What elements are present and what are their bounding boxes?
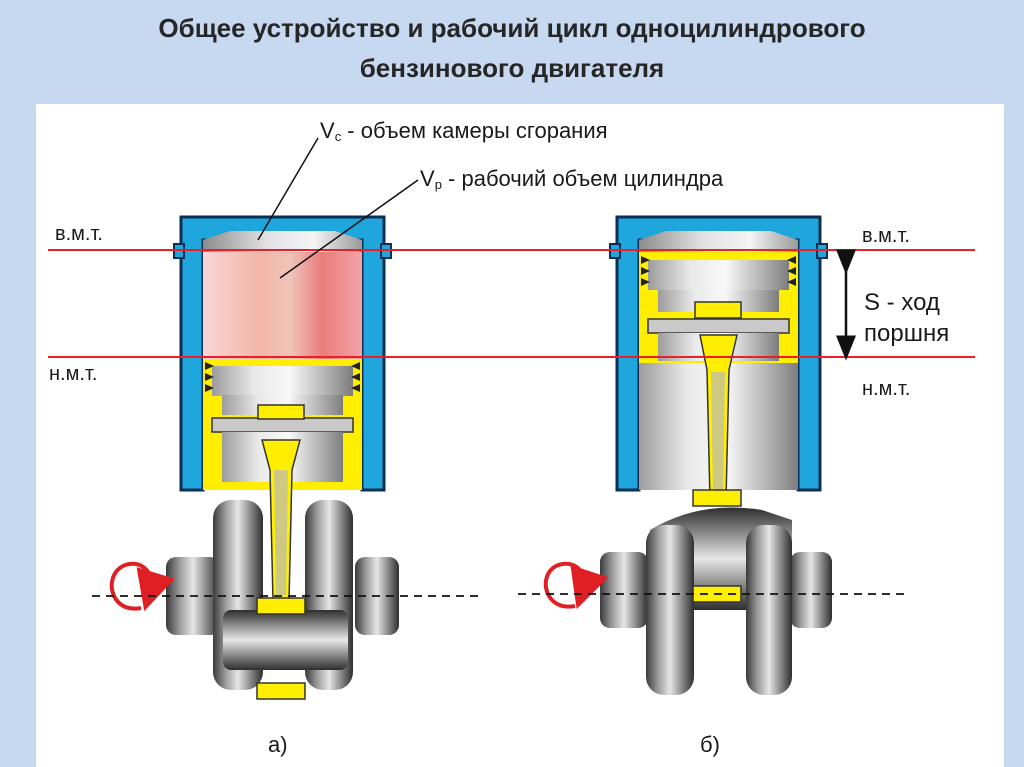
working-volume-a xyxy=(203,252,362,359)
figure-label-b: б) xyxy=(700,732,720,757)
rotation-arrow-a xyxy=(112,564,152,609)
figure-label-a: а) xyxy=(268,732,288,757)
crankshaft-b xyxy=(600,490,832,695)
cylinder-head-b xyxy=(639,231,798,252)
bdc-label-right: н.м.т. xyxy=(862,378,910,400)
engine-a xyxy=(112,217,399,699)
rod-shaft-a xyxy=(274,470,288,595)
rod-shaft-b xyxy=(711,372,725,495)
cylinder-head-a xyxy=(203,231,362,252)
vc-label: Vc - объем камеры сгорания xyxy=(320,118,608,144)
tdc-label-left: в.м.т. xyxy=(55,223,103,245)
stroke-label-line1: S - ход xyxy=(864,289,940,316)
bdc-label-left: н.м.т. xyxy=(49,363,97,385)
stroke-label-line2: поршня xyxy=(864,320,949,347)
tdc-label-right: в.м.т. xyxy=(862,225,910,247)
engine-b xyxy=(546,217,832,695)
vp-label: Vp - рабочий объем цилиндра xyxy=(420,166,724,192)
rotation-arrow-b xyxy=(546,564,585,607)
